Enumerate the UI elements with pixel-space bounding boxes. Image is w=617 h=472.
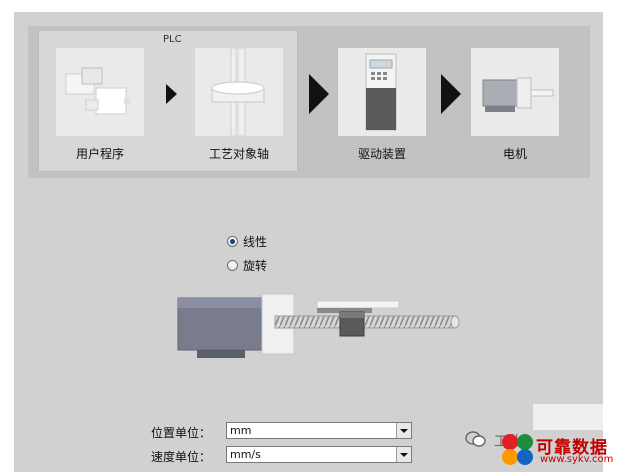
watermark-url: www.sykv.com bbox=[540, 454, 614, 465]
plc-group-label: PLC bbox=[163, 34, 182, 45]
technology-object-axis-step[interactable] bbox=[195, 48, 283, 136]
velocity-unit-select[interactable]: mm/s bbox=[226, 446, 412, 463]
rotary-radio[interactable] bbox=[227, 260, 238, 271]
position-unit-label: 位置单位： bbox=[151, 426, 212, 440]
motor-icon bbox=[482, 77, 554, 112]
arrow-right-icon bbox=[309, 74, 329, 114]
wechat-icon bbox=[465, 431, 486, 447]
arrow-right-icon bbox=[166, 84, 177, 104]
position-unit-select[interactable]: mm bbox=[226, 422, 412, 439]
user-program-label: 用户程序 bbox=[75, 147, 124, 161]
linear-option[interactable]: 线性 bbox=[227, 233, 267, 250]
motor-label: 电机 bbox=[502, 147, 527, 161]
motor-step[interactable] bbox=[471, 48, 559, 136]
watermark-backdrop bbox=[533, 404, 603, 430]
rotary-label: 旋转 bbox=[243, 259, 268, 273]
position-unit-value: mm bbox=[230, 424, 252, 437]
velocity-unit-label: 速度单位： bbox=[151, 450, 212, 464]
drive-unit-icon bbox=[365, 53, 397, 131]
watermark-logo-icon bbox=[502, 434, 533, 465]
linear-radio[interactable] bbox=[227, 236, 238, 247]
program-blocks-icon bbox=[65, 67, 130, 115]
drive-step[interactable] bbox=[338, 48, 426, 136]
linear-axis-illustration bbox=[177, 293, 460, 358]
arrow-right-icon bbox=[441, 74, 461, 114]
technology-object-axis-label: 工艺对象轴 bbox=[208, 147, 269, 161]
axis-shaft-icon bbox=[211, 48, 265, 136]
right-edge bbox=[603, 12, 617, 472]
linear-label: 线性 bbox=[243, 235, 268, 249]
watermark-brand: 可靠数据 bbox=[536, 438, 608, 458]
chevron-down-icon[interactable] bbox=[396, 447, 411, 462]
chevron-down-icon[interactable] bbox=[396, 423, 411, 438]
velocity-unit-value: mm/s bbox=[230, 448, 261, 461]
user-program-step[interactable] bbox=[56, 48, 144, 136]
rotary-option[interactable]: 旋转 bbox=[227, 257, 267, 274]
drive-label: 驱动装置 bbox=[357, 147, 406, 161]
